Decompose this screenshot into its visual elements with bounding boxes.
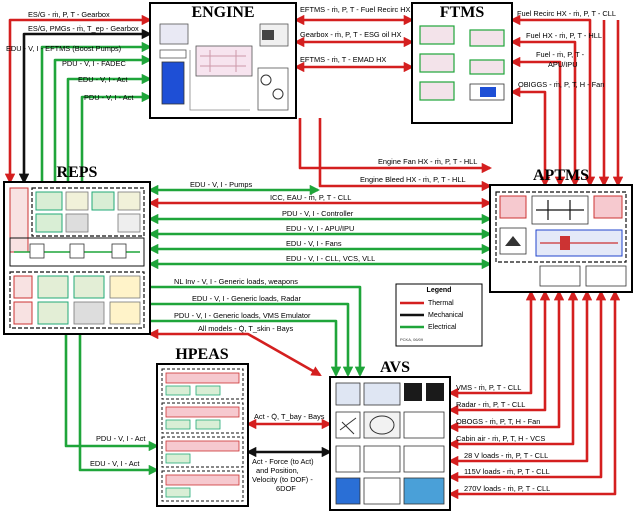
label-engine-fan: Engine Fan HX - ṁ, P, T - HLL <box>378 157 477 166</box>
label-engine-bleed: Engine Bleed HX - ṁ, P, T - HLL <box>360 175 466 184</box>
label-radar: Radar - ṁ, P, T - CLL <box>456 400 525 409</box>
ftms-block: FTMS <box>411 2 513 124</box>
label-act-force-2: and Position, <box>256 466 299 475</box>
label-eftms-recirc: EFTMS - ṁ, P, T - Fuel Recirc HX <box>300 5 411 14</box>
label-act-force-1: Act - Force (to Act) <box>252 457 314 466</box>
legend-electrical: Electrical <box>428 324 457 331</box>
avs-title: AVS <box>380 359 410 376</box>
label-edu-cll: EDU - V, I - CLL, VCS, VLL <box>286 254 375 263</box>
label-eftms-emad: EFTMS - ṁ, T - EMAD HX <box>300 55 386 64</box>
label-act-force-4: 6DOF <box>276 484 296 493</box>
label-edu-eftms: EDU - V, I - EFTMS (Boost Pumps) <box>6 44 121 53</box>
line-esg-pmgs <box>18 28 153 185</box>
label-obiggs: OBIGGS - ṁ, P, T, H - Fan <box>518 80 604 89</box>
legend-credit: PCKA, 06/09 <box>400 337 424 342</box>
reps-block: REPS <box>3 164 151 335</box>
line-pdu-fadec <box>53 54 153 182</box>
label-edu-pumps: EDU - V, I - Pumps <box>190 180 252 189</box>
label-icc-eau: ICC, EAU - ṁ, P, T - CLL <box>270 193 351 202</box>
label-obogs: OBOGS - ṁ, P, T, H - Fan <box>456 417 540 426</box>
line-fuel-apu <box>509 56 566 188</box>
label-gearbox-esg: Gearbox - ṁ, P, T - ESG oil HX <box>300 30 402 39</box>
legend: Legend Thermal Mechanical Electrical PCK… <box>395 283 483 347</box>
line-edu-eftms <box>40 41 153 182</box>
line-pdu-vms <box>150 319 342 378</box>
line-obiggs <box>509 86 551 188</box>
label-fuel-hx: Fuel HX - ṁ, P, T - HLL <box>526 31 602 40</box>
aptms-block: APTMS <box>489 167 633 293</box>
hpeas-block: HPEAS <box>156 346 249 507</box>
label-esg-gearbox: ES/G - ṁ, P, T - Gearbox <box>28 10 110 19</box>
label-28v: 28 V loads - ṁ, P, T - CLL <box>464 451 548 460</box>
label-esg-pmgs: ES/G, PMGs - ṁ, T_ep - Gearbox <box>28 24 139 33</box>
avs-block: AVS <box>329 359 451 511</box>
legend-title: Legend <box>427 287 452 294</box>
label-edu-act-eng: EDU - V, I - Act <box>78 75 127 84</box>
label-pdu-act-eng: PDU - V, I - Act <box>84 93 133 102</box>
line-fuel-hx <box>509 36 581 188</box>
reps-title: REPS <box>57 164 98 181</box>
line-pdu-act-hpeas <box>64 334 160 452</box>
label-edu-fans: EDU - V, I - Fans <box>286 239 342 248</box>
label-pdu-vms: PDU - V, I - Generic loads, VMS Emulator <box>174 311 311 320</box>
label-edu-apu: EDU - V, I - APU/IPU <box>286 224 354 233</box>
connector-labels: ES/G - ṁ, P, T - Gearbox ES/G, PMGs - ṁ,… <box>6 5 616 493</box>
label-edu-act-hpeas: EDU - V, I - Act <box>90 459 139 468</box>
line-nl-inv <box>150 285 366 378</box>
label-fuel-apu-1: Fuel - ṁ, P, T - <box>536 50 585 59</box>
label-fuel-apu-2: APU/IPU <box>548 60 578 69</box>
label-all-models: All models - Q̇, T_skin - Bays <box>198 324 293 333</box>
legend-thermal: Thermal <box>428 300 454 307</box>
label-115v: 115V loads - ṁ, P, T - CLL <box>464 467 550 476</box>
hpeas-title: HPEAS <box>175 346 228 363</box>
label-270v: 270V loads - ṁ, P, T - CLL <box>464 484 550 493</box>
label-act-force-3: Velocity (to DOF) - <box>252 475 313 484</box>
line-edu-act-hpeas <box>78 334 160 476</box>
line-edu-radar <box>150 302 354 378</box>
ftms-title: FTMS <box>440 4 485 21</box>
label-pdu-fadec: PDU - V, I - FADEC <box>62 59 126 68</box>
label-vms: VMS - ṁ, P, T - CLL <box>456 383 521 392</box>
line-all-models <box>147 328 322 377</box>
label-pdu-act-hpeas: PDU - V, I - Act <box>96 434 145 443</box>
label-fuel-recirc: Fuel Recirc HX - ṁ, P, T - CLL <box>517 9 616 18</box>
label-act-bays: Act - Q̇, T_bay - Bays <box>254 412 325 421</box>
label-edu-radar: EDU - V, I - Generic loads, Radar <box>192 294 302 303</box>
line-engine-fan <box>298 118 493 174</box>
label-nl-inv: NL Inv - V, I - Generic loads, weapons <box>174 277 298 286</box>
engine-block: ENGINE <box>149 2 297 119</box>
label-cabin-air: Cabin air - ṁ, P, T, H - VCS <box>456 434 545 443</box>
aptms-title: APTMS <box>533 167 589 184</box>
label-pdu-controller: PDU - V, I - Controller <box>282 209 354 218</box>
line-pdu-act-eng <box>80 91 153 182</box>
legend-mechanical: Mechanical <box>428 312 464 319</box>
line-edu-act-eng <box>66 73 153 182</box>
line-fuel-recirc <box>509 14 596 188</box>
line-esg-gearbox <box>4 14 153 185</box>
line-270v <box>447 289 621 500</box>
connectors <box>4 14 624 500</box>
engine-title: ENGINE <box>191 4 254 21</box>
